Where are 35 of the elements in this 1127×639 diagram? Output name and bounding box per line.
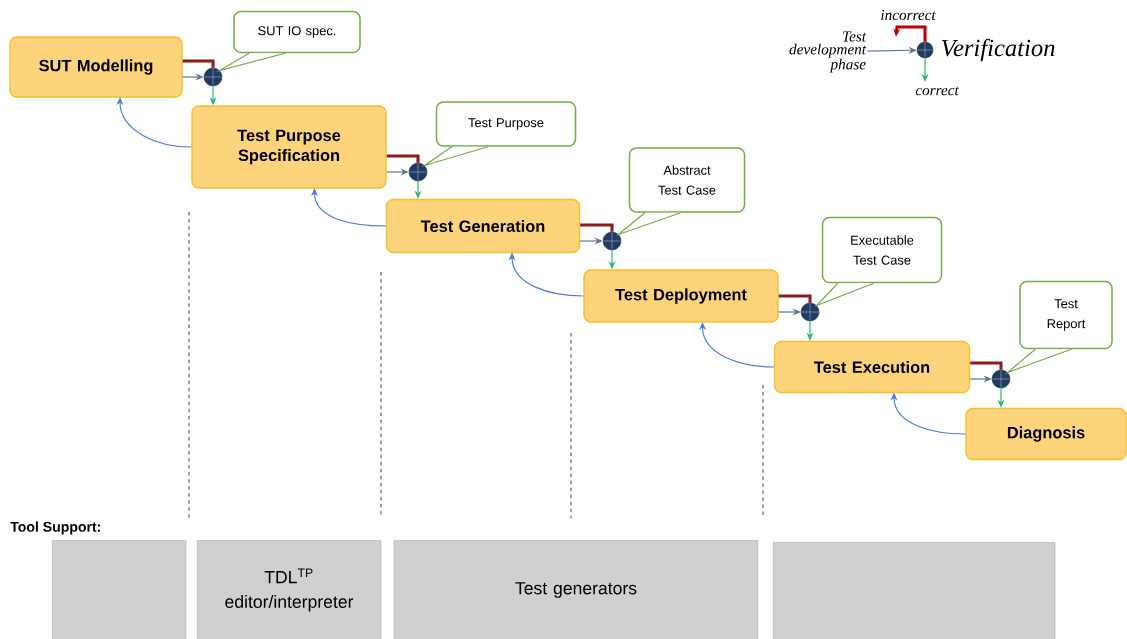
bubble-tail xyxy=(615,212,682,237)
bubble-tail xyxy=(215,52,286,73)
section-heading: Tool Support: xyxy=(10,521,100,535)
input-label: Test development phase xyxy=(789,31,867,73)
arrow xyxy=(116,97,192,148)
edge-label: incorrect xyxy=(879,8,937,22)
connector-line xyxy=(970,361,1003,370)
junction-circle xyxy=(408,162,428,182)
edge-label: correct xyxy=(914,85,960,97)
tool-box xyxy=(772,542,1056,639)
junction-circle xyxy=(991,369,1011,389)
connector-line xyxy=(182,59,215,68)
tool-box xyxy=(51,540,187,639)
connector-line xyxy=(778,294,812,303)
junction-circle xyxy=(203,67,223,87)
junction-circle xyxy=(800,302,820,322)
stage-box: Test Purpose Specification xyxy=(191,105,387,189)
stage-box: Test Execution xyxy=(773,340,971,394)
junction-circle xyxy=(602,231,622,251)
verification-label: Verification xyxy=(941,38,1055,62)
tool-box: Test generators xyxy=(393,540,759,639)
tool-box: TDL$^{TP}$ editor/interpreter xyxy=(196,540,382,639)
stage-box: Diagnosis xyxy=(965,407,1127,461)
bubble-tail xyxy=(421,146,489,168)
stage-box: Test Generation xyxy=(385,198,581,254)
connector-line xyxy=(580,223,614,232)
stage-box: Test Deployment xyxy=(583,269,779,323)
connector-line xyxy=(386,154,420,163)
arrow xyxy=(698,322,775,368)
bubble-tail xyxy=(814,282,875,307)
speech-bubble: Test Report xyxy=(1019,280,1113,350)
bubble-tail xyxy=(1004,348,1072,375)
arrow xyxy=(310,188,387,227)
stage-box: SUT Modelling xyxy=(9,36,183,98)
junction-circle xyxy=(916,41,934,59)
